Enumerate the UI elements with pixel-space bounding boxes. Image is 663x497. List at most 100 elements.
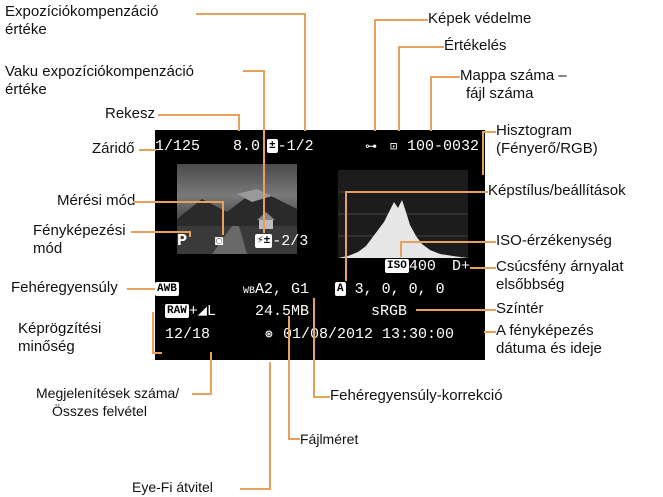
image-quality: RAW+◢L	[165, 303, 216, 321]
exp-comp-icon: ±	[267, 139, 278, 154]
label-flash-comp-line1: Vaku expozíciókompenzáció	[5, 63, 194, 80]
leader-shutter	[139, 149, 156, 151]
label-iso: ISO-érzékenység	[496, 232, 612, 249]
label-highlight-tone-line2: elsőbbség	[496, 276, 565, 293]
leader-style-v	[345, 191, 347, 281]
label-protect: Képek védelme	[428, 10, 532, 27]
leader-folder-v	[430, 76, 432, 131]
picture-style: A 3, 0, 0, 0	[335, 281, 445, 299]
label-highlight-tone: Csúcsfény árnyalat elsőbbség	[496, 258, 624, 294]
leader-quality-v	[152, 312, 154, 354]
leader-histogram-h	[482, 131, 496, 133]
color-space-value: sRGB	[371, 303, 408, 320]
leader-iso-h	[400, 241, 496, 243]
leader-count-v	[210, 352, 212, 395]
wb-shift-icon: WB	[243, 286, 256, 297]
label-flash-comp-line2: értéke	[5, 81, 47, 98]
label-playback-count-line2: Összes felvétel	[52, 403, 147, 419]
label-image-quality-line1: Képrögzítési	[18, 320, 102, 337]
datetime-value: 01/08/2012 13:30:00	[283, 326, 455, 343]
leader-quality-h	[152, 352, 162, 354]
wb-correction: WBA2, G1	[243, 281, 309, 301]
leader-eyefi-v	[269, 362, 271, 490]
label-date-time: A fényképezés dátuma és ideje	[496, 322, 602, 358]
label-color-space: Színtér	[496, 300, 544, 317]
leader-count-h	[192, 393, 212, 395]
leader-aperture-h	[158, 114, 240, 116]
label-wb-correction: Fehéregyensúly-korrekció	[330, 387, 503, 404]
flash-comp-indicator: ⚡±-2/3	[255, 233, 308, 251]
label-picture-style: Képstílus/beállítások	[488, 182, 626, 199]
leader-eyefi-h	[240, 488, 271, 490]
flash-comp-icon: ⚡±	[255, 234, 273, 249]
shooting-mode: P	[177, 232, 188, 251]
label-image-quality: Képrögzítési minőség	[18, 320, 101, 356]
picture-style-icon: A	[335, 282, 346, 297]
leader-datetime	[484, 331, 496, 333]
raw-icon: RAW	[165, 304, 189, 319]
leader-wbcorr-v	[313, 298, 315, 398]
leader-exp-comp-h	[196, 13, 306, 15]
exp-comp-value: -1/2	[277, 138, 314, 155]
label-shooting-mode-line1: Fényképezési	[33, 222, 126, 239]
leader-metering-h	[133, 201, 224, 203]
label-image-quality-line2: minőség	[18, 338, 75, 355]
label-exp-comp: Expozíciókompenzáció értéke	[5, 3, 158, 39]
leader-colorspace	[416, 309, 496, 311]
leader-highlight	[470, 267, 496, 269]
picture-style-value: 3, 0, 0, 0	[354, 281, 445, 298]
leader-metering-v	[222, 201, 224, 235]
label-folder-file: Mappa száma – fájl száma	[460, 67, 567, 103]
leader-filesize-v	[288, 316, 290, 440]
flash-comp-value: -2/3	[272, 233, 309, 250]
iso-icon: ISO	[385, 259, 409, 274]
histogram-graph	[338, 170, 468, 258]
playback-count-value: 12/18	[165, 326, 211, 343]
leader-flash-comp-v	[263, 70, 265, 233]
aperture-value: 8.0	[233, 138, 261, 155]
shutter-value: 1/125	[155, 138, 201, 155]
label-histogram-line2: (Fényerő/RGB)	[496, 140, 598, 157]
label-highlight-tone-line1: Csúcsfény árnyalat	[496, 258, 624, 275]
wb-correction-value: A2, G1	[255, 281, 310, 298]
rating-icon: ⊡	[390, 140, 398, 154]
leader-protect-h	[374, 19, 428, 21]
highlight-tone-value: D+	[452, 258, 471, 275]
wb-indicator: AWB	[155, 281, 179, 299]
folder-file-number: 100-0032	[407, 138, 480, 155]
label-rating: Értékelés	[444, 37, 507, 54]
label-eyefi: Eye-Fi átvitel	[132, 479, 213, 495]
leader-rating-h	[398, 46, 444, 48]
leader-wbcorr-h	[313, 396, 330, 398]
leader-iso-v	[400, 241, 402, 257]
label-file-size: Fájlméret	[300, 431, 359, 447]
quality-suffix: +◢L	[188, 303, 216, 320]
label-shutter: Záridő	[92, 140, 135, 157]
leader-folder-h	[430, 76, 460, 78]
label-date-time-line1: A fényképezés	[496, 322, 594, 339]
exp-comp-indicator: ±-1/2	[267, 138, 314, 156]
leader-flash-comp-h	[243, 70, 265, 72]
iso-value: 400	[408, 258, 436, 275]
label-playback-count: Megjelenítések száma/ Összes felvétel	[36, 384, 179, 420]
label-shooting-mode-line2: mód	[33, 240, 63, 257]
label-date-time-line2: dátuma és ideje	[496, 340, 602, 357]
leader-wb	[127, 288, 155, 290]
key-icon: ⊶	[365, 140, 377, 154]
eyefi-icon: ⊛	[265, 327, 273, 342]
label-aperture: Rekesz	[105, 105, 156, 122]
leader-protect-v	[374, 19, 376, 131]
label-histogram-line1: Hisztogram	[496, 122, 572, 139]
leader-filesize-h	[288, 438, 300, 440]
label-exp-comp-line2: értéke	[5, 21, 47, 38]
label-flash-comp: Vaku expozíciókompenzáció értéke	[5, 63, 194, 99]
label-metering: Mérési mód	[57, 192, 136, 209]
leader-histogram-v	[482, 131, 484, 175]
histogram-shape	[338, 191, 468, 258]
leader-aperture-v	[238, 114, 240, 131]
label-histogram: Hisztogram (Fényerő/RGB)	[496, 122, 598, 158]
leader-style-h	[345, 191, 488, 193]
leader-mode-h	[131, 231, 191, 233]
camera-info-screen: 1/125 8.0 ±-1/2 ⊶ ⊡ 100-0032 P ◙ ⚡±-2/3 …	[155, 130, 485, 360]
